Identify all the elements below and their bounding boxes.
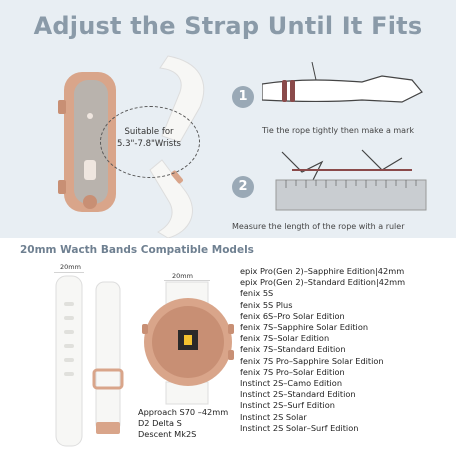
- list-item: D2 Delta S: [138, 418, 182, 429]
- list-item: fenix 7S–Solar Edition: [240, 333, 330, 344]
- list-item: Instinct 2S–Standard Edition: [240, 389, 356, 400]
- list-item: Descent Mk2S: [138, 429, 197, 440]
- list-item: Instinct 2S Solar–Surf Edition: [240, 422, 359, 433]
- list-item: Approach S70 –42mm: [138, 407, 229, 417]
- watch-width-label: 20mm: [172, 272, 193, 280]
- step-1-text: Tie the rope tightly then make a mark: [262, 126, 415, 135]
- list-item: fenix 5S: [240, 288, 274, 299]
- fit-range-circle: [100, 106, 200, 178]
- right-model-list: epix Pro(Gen 2)–Sapphire Edition|42mm ep…: [240, 266, 405, 434]
- list-item: fenix 6S–Pro Solar Edition: [240, 310, 345, 321]
- list-item: fenix 7S Pro–Solar Edition: [240, 366, 345, 377]
- list-item: fenix 7S Pro–Sapphire Solar Edition: [240, 355, 384, 366]
- wrist-rope-illustration: [262, 62, 423, 103]
- fit-label: Suitable for 5.3"-7.8"Wrists: [117, 127, 181, 149]
- step-2-text: Measure the length of the rope with a ru…: [232, 222, 405, 231]
- list-item: fenix 7S–Sapphire Solar Edition: [240, 322, 369, 333]
- section-title: 20mm Wacth Bands Compatible Models: [20, 244, 254, 256]
- list-item: fenix 5S Plus: [240, 299, 293, 310]
- headline: Adjust the Strap Until It Fits: [33, 12, 423, 40]
- list-item: Instinct 2S–Surf Edition: [240, 400, 335, 411]
- band-width-label: 20mm: [60, 263, 81, 271]
- watch-strap-illustration: [58, 55, 205, 238]
- step-2-badge: 2: [232, 176, 254, 198]
- list-item: epix Pro(Gen 2)–Sapphire Edition|42mm: [240, 266, 405, 276]
- step-1-badge: 1: [232, 86, 254, 108]
- list-item: Instinct 2S Solar: [240, 411, 307, 422]
- list-item: fenix 7S–Standard Edition: [240, 344, 346, 355]
- ruler-illustration: [275, 149, 427, 211]
- band-illustration: [54, 272, 124, 447]
- left-model-list: Approach S70 –42mm D2 Delta S Descent Mk…: [138, 407, 228, 441]
- list-item: Instinct 2S–Camo Edition: [240, 378, 343, 389]
- list-item: epix Pro(Gen 2)–Standard Edition|42mm: [240, 277, 406, 288]
- watch-face-illustration: [142, 280, 234, 405]
